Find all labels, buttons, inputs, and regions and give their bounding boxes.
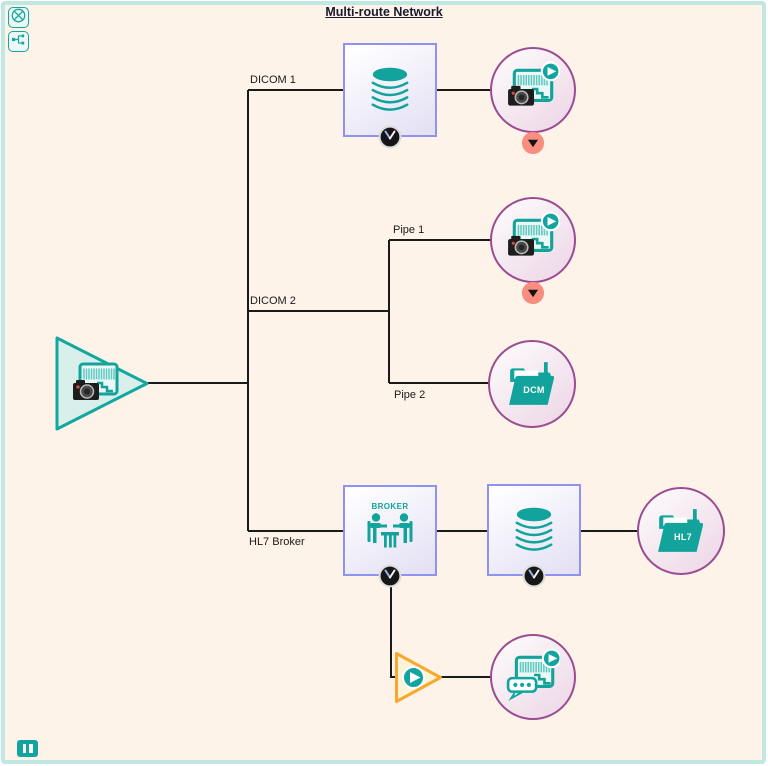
stopped-badge[interactable] xyxy=(521,131,545,155)
broker-people-icon xyxy=(365,512,415,559)
database-icon xyxy=(365,63,415,118)
folder-label: HL7 xyxy=(674,531,692,542)
film-camera-play-icon xyxy=(506,61,561,120)
broker-node-label: BROKER xyxy=(371,502,409,511)
database-icon xyxy=(509,503,559,558)
film-camera-icon xyxy=(70,357,122,414)
close-button[interactable] xyxy=(8,7,29,28)
clock-badge[interactable] xyxy=(378,564,402,588)
archive-node-dicom1[interactable] xyxy=(490,47,576,133)
chat-archive-node[interactable] xyxy=(490,634,576,720)
film-chat-play-icon xyxy=(506,648,562,707)
edge-label-pipe1: Pipe 1 xyxy=(393,224,425,236)
pause-icon xyxy=(22,744,26,753)
clock-badge[interactable] xyxy=(378,125,402,149)
folder-label: DCM xyxy=(523,384,545,395)
archive-node-pipe1[interactable] xyxy=(490,197,576,283)
dcm-folder-icon: DCM xyxy=(507,361,557,407)
play-triangle-icon xyxy=(395,652,442,703)
source-node[interactable] xyxy=(55,336,150,431)
clock-badge[interactable] xyxy=(522,564,546,588)
network-view-button[interactable] xyxy=(8,31,29,52)
network-branch-icon xyxy=(10,31,27,53)
filter-node[interactable] xyxy=(395,652,443,703)
film-camera-play-icon xyxy=(506,211,561,270)
hl7-folder-icon: HL7 xyxy=(656,508,706,554)
close-icon xyxy=(10,7,27,29)
broker-node[interactable]: BROKER xyxy=(343,485,437,576)
stopped-badge[interactable] xyxy=(521,281,545,305)
edge-label-hl7-broker: HL7 Broker xyxy=(249,536,305,548)
db-node-hl7[interactable] xyxy=(487,484,581,576)
dcm-folder-node[interactable]: DCM xyxy=(488,340,576,428)
edge-label-dicom1: DICOM 1 xyxy=(250,74,296,86)
edge-label-pipe2: Pipe 2 xyxy=(394,389,426,401)
hl7-folder-node[interactable]: HL7 xyxy=(637,487,725,575)
edge-label-dicom2: DICOM 2 xyxy=(250,295,296,307)
db-node-dicom1[interactable] xyxy=(343,43,437,137)
page-title: Multi-route Network xyxy=(325,5,443,19)
pause-button[interactable] xyxy=(17,740,38,757)
